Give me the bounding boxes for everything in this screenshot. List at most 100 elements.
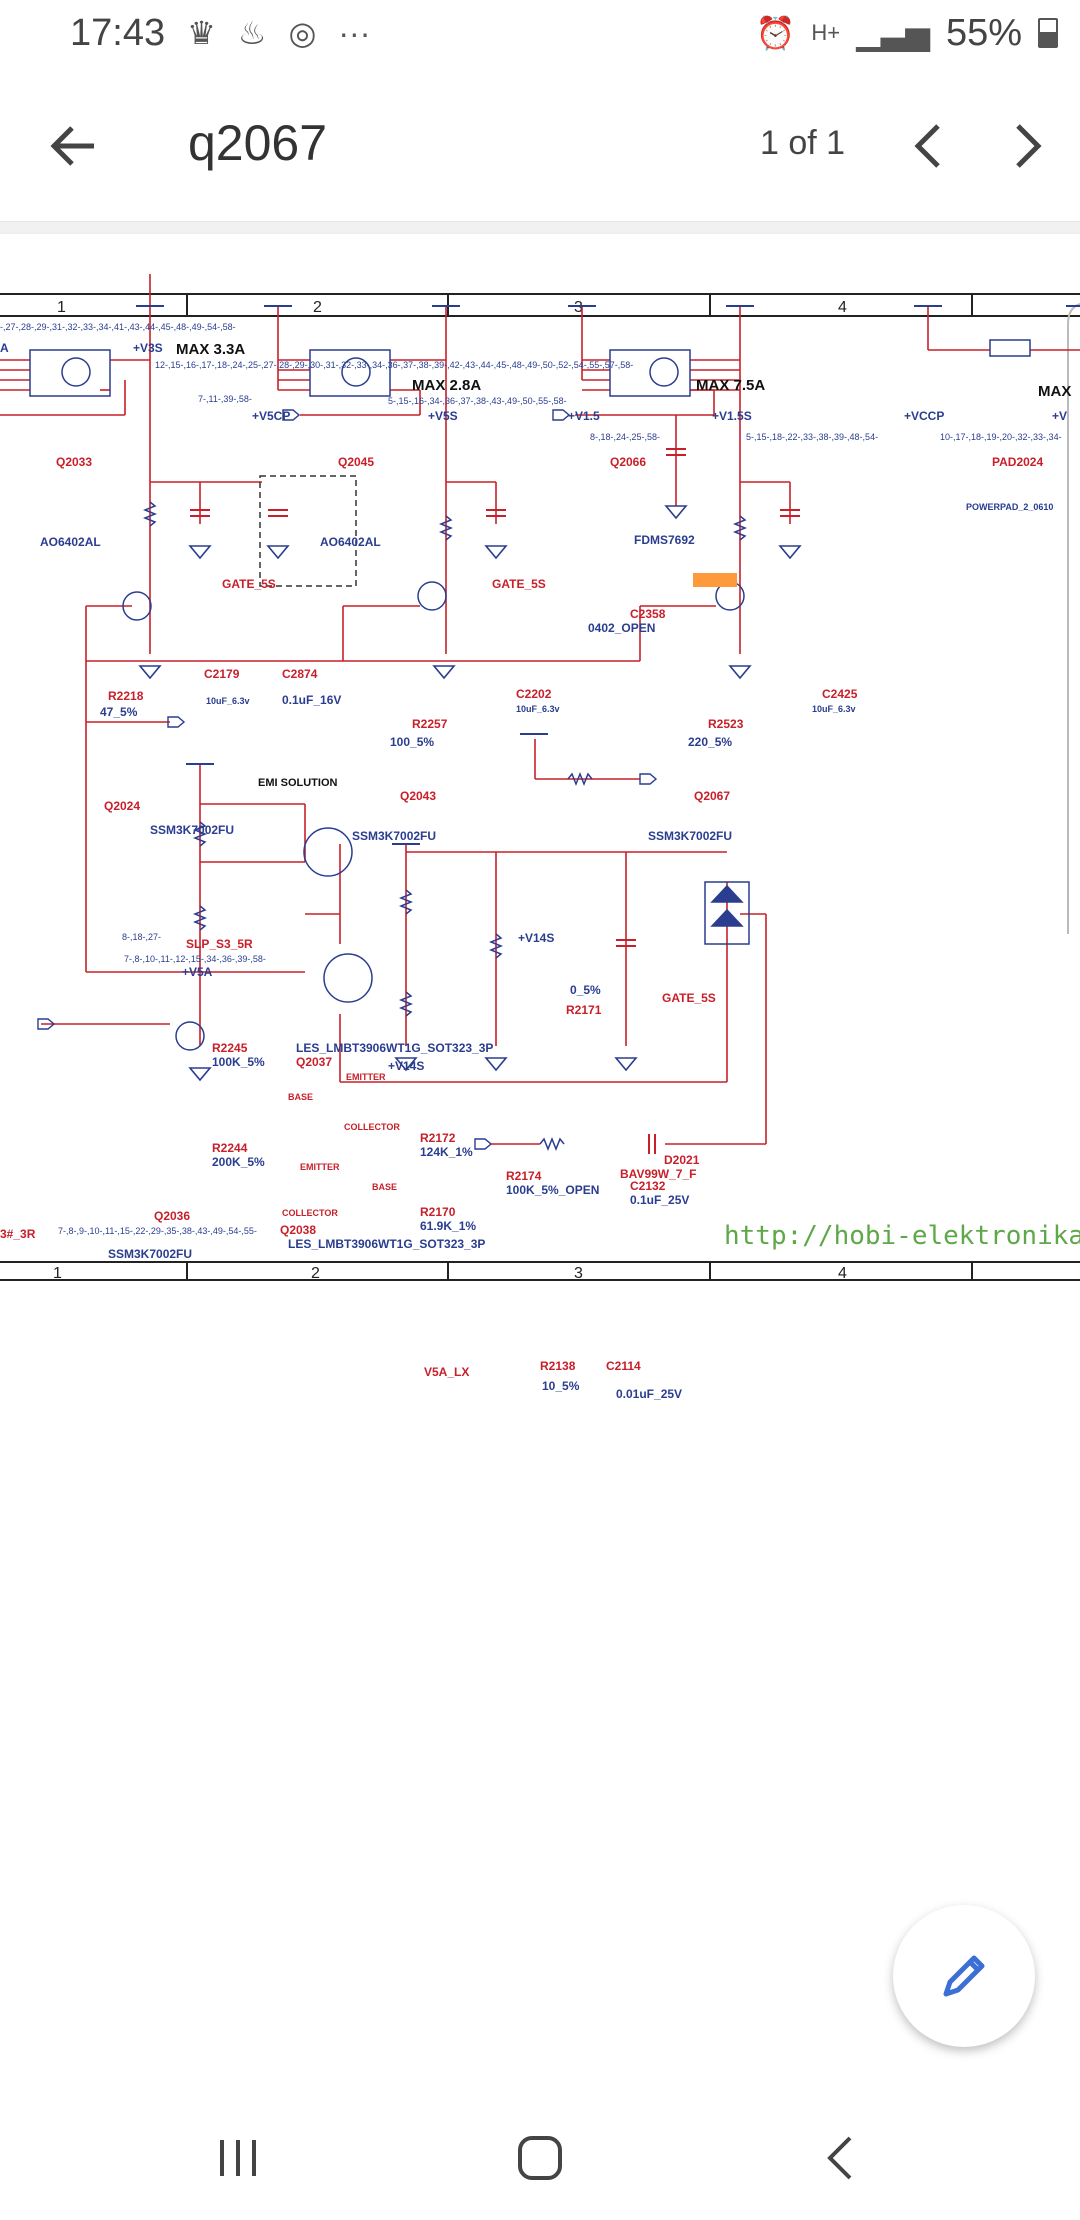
part-ref: C2179 bbox=[204, 667, 240, 681]
part-value: 0.01uF_25V bbox=[616, 1387, 682, 1401]
part-ref: Q2033 bbox=[56, 455, 92, 469]
part-ref: C2114 bbox=[606, 1359, 641, 1373]
system-nav-bar bbox=[0, 2090, 1080, 2220]
current-label: MAX 2.8A bbox=[412, 377, 481, 394]
part-value: 0.1uF_25V bbox=[630, 1193, 689, 1207]
rail-label: +V1.5 bbox=[568, 409, 600, 423]
pin-label: BASE bbox=[288, 1092, 313, 1102]
viewer-toolbar: q2067 1 of 1 bbox=[0, 66, 1080, 222]
part-ref: R2170 bbox=[420, 1205, 456, 1219]
rail-label: +V3S bbox=[133, 341, 163, 355]
part-value: 10uF_6.3v bbox=[516, 704, 560, 714]
part-ref: Q2067 bbox=[694, 789, 730, 803]
rail-label: +V14S bbox=[388, 1059, 424, 1073]
part-value: 0402_OPEN bbox=[588, 621, 655, 635]
mosfet-symbols bbox=[29, 339, 1031, 1051]
emi-note: EMI SOLUTION bbox=[258, 777, 338, 789]
net-label: GATE_5S bbox=[492, 577, 546, 591]
bus-label: 8-,18-,27- bbox=[122, 932, 161, 942]
current-label: MAX 7.5A bbox=[696, 377, 765, 394]
document-title: q2067 bbox=[188, 115, 328, 171]
v5alx-section: V5A_LX R2138 10_5% C2114 0.01uF_25V bbox=[424, 1359, 682, 1401]
part-value: BAV99W_7_F bbox=[620, 1167, 696, 1181]
part-value: AO6402AL bbox=[40, 535, 101, 549]
col-label: 3 bbox=[574, 1265, 583, 1282]
part-value: AO6402AL bbox=[320, 535, 381, 549]
sync-icon: ◎ bbox=[288, 15, 317, 51]
part-ref: C2202 bbox=[516, 687, 552, 701]
part-ref: PAD2024 bbox=[992, 455, 1043, 469]
part-ref: Q2036 bbox=[154, 1209, 190, 1223]
part-ref: D2021 bbox=[664, 1153, 700, 1167]
net-label: SLP_S3_5R bbox=[186, 937, 253, 951]
part-ref: C2874 bbox=[282, 667, 318, 681]
part-ref: Q2066 bbox=[610, 455, 646, 469]
part-ref: R2257 bbox=[412, 717, 448, 731]
search-highlight[interactable] bbox=[693, 573, 737, 587]
part-ref: Q2037 bbox=[296, 1055, 332, 1069]
part-ref: Q2043 bbox=[400, 789, 436, 803]
part-value: FDMS7692 bbox=[634, 533, 695, 547]
back-icon[interactable] bbox=[812, 2128, 872, 2188]
edit-button[interactable] bbox=[893, 1905, 1035, 2047]
rail-label: +V5A bbox=[182, 965, 213, 979]
bus-label: 10-,17-,18-,19-,20-,32-,33-,34- bbox=[940, 432, 1062, 442]
signal-icon: ▁▃▅ bbox=[856, 15, 930, 51]
part-ref: Q2045 bbox=[338, 455, 374, 469]
match-counter: 1 of 1 bbox=[760, 124, 846, 162]
col-label: 2 bbox=[311, 1265, 320, 1282]
pin-label: EMITTER bbox=[300, 1162, 340, 1172]
status-bar: 17:43 ♛ ♨ ◎ ··· ⏰ H+ ▁▃▅ 55% bbox=[0, 0, 1080, 66]
schematic-drawing: 1 2 3 4 1 2 3 4 bbox=[0, 274, 1080, 1401]
part-ref: Q2024 bbox=[104, 799, 140, 813]
part-value: SSM3K7002FU bbox=[150, 823, 234, 837]
part-value: 200K_5% bbox=[212, 1155, 265, 1169]
part-value: 100K_5%_OPEN bbox=[506, 1183, 599, 1197]
part-value: SSM3K7002FU bbox=[352, 829, 436, 843]
part-value: 10_5% bbox=[542, 1379, 580, 1393]
alarm-icon: ⏰ bbox=[755, 15, 796, 51]
recent-apps-icon[interactable] bbox=[208, 2128, 268, 2188]
rail-label: A bbox=[0, 341, 9, 355]
part-ref: C2358 bbox=[630, 607, 666, 621]
part-ref: R2245 bbox=[212, 1041, 248, 1055]
previous-match-icon[interactable] bbox=[900, 116, 956, 176]
col-label: 2 bbox=[313, 299, 322, 316]
document-viewer[interactable]: 1 2 3 4 1 2 3 4 bbox=[0, 222, 1080, 1902]
bus-label: 7-,11-,39-,58- bbox=[198, 394, 252, 404]
column-ruler-top bbox=[0, 293, 1080, 317]
part-value: 124K_1% bbox=[420, 1145, 473, 1159]
next-match-icon[interactable] bbox=[1000, 116, 1056, 176]
pencil-icon bbox=[943, 1955, 985, 1997]
net-flags bbox=[37, 409, 658, 1150]
bus-label: 5-,15-,18-,22-,33-,38-,39-,48-,54- bbox=[746, 432, 878, 442]
col-label: 1 bbox=[53, 1265, 62, 1282]
battery-icon bbox=[1038, 18, 1058, 48]
home-icon[interactable] bbox=[510, 2128, 570, 2188]
pin-label: COLLECTOR bbox=[282, 1208, 338, 1218]
part-ref: R2174 bbox=[506, 1169, 542, 1183]
watermark-url: http://hobi-elektronika bbox=[724, 1221, 1080, 1251]
part-value: 100_5% bbox=[390, 735, 434, 749]
part-value: 0.1uF_16V bbox=[282, 693, 341, 707]
part-ref: C2132 bbox=[630, 1179, 666, 1193]
bus-label: 7-,8-,10-,11-,12-,15-,34-,36-,39-,58- bbox=[124, 954, 266, 964]
rail-label: +V5S bbox=[428, 409, 458, 423]
bus-label: 12-,15-,16-,17-,18-,24-,25-,27-,28-,29-,… bbox=[155, 360, 633, 370]
part-ref: R2171 bbox=[566, 1003, 602, 1017]
part-ref: Q2038 bbox=[280, 1223, 316, 1237]
bus-label: 8-,18-,24-,25-,58- bbox=[590, 432, 660, 442]
part-value: 0_5% bbox=[570, 983, 601, 997]
part-value: LES_LMBT3906WT1G_SOT323_3P bbox=[288, 1237, 485, 1251]
power-rails bbox=[136, 305, 1080, 845]
back-arrow-icon[interactable] bbox=[42, 114, 106, 178]
net-label: V5A_LX bbox=[424, 1365, 469, 1379]
pin-label: BASE bbox=[372, 1182, 397, 1192]
pin-label: COLLECTOR bbox=[344, 1122, 400, 1132]
battery-level: 55% bbox=[945, 11, 1022, 54]
more-dots-icon: ··· bbox=[338, 14, 371, 51]
part-value: 220_5% bbox=[688, 735, 732, 749]
ground-symbols bbox=[138, 505, 802, 1082]
part-value: 47_5% bbox=[100, 705, 138, 719]
schematic-page: 1 2 3 4 1 2 3 4 bbox=[0, 234, 1080, 1902]
